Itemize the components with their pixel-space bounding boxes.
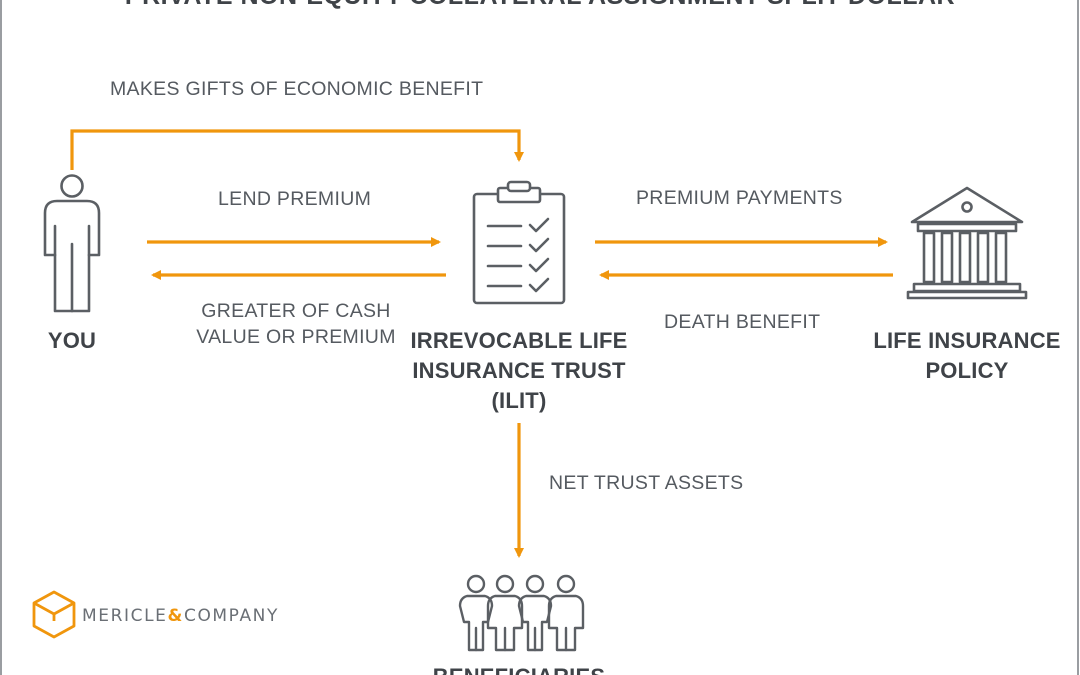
repayment-label: GREATER OF CASH VALUE OR PREMIUM bbox=[186, 298, 406, 350]
gifts-label: MAKES GIFTS OF ECONOMIC BENEFIT bbox=[110, 78, 484, 100]
company-logo-text: MERICLE&COMPANY bbox=[82, 606, 279, 626]
net-trust-assets-label: NET TRUST ASSETS bbox=[549, 472, 744, 494]
cube-logo-icon bbox=[32, 590, 76, 639]
group-of-people-icon bbox=[458, 574, 585, 652]
premium-payments-label: PREMIUM PAYMENTS bbox=[636, 187, 843, 209]
ilit-heading: IRREVOCABLE LIFE INSURANCE TRUST (ILIT) bbox=[389, 326, 649, 416]
ilit-heading-line-3: (ILIT) bbox=[491, 388, 547, 413]
death-benefit-label: DEATH BENEFIT bbox=[664, 311, 821, 333]
ilit-heading-line-1: IRREVOCABLE LIFE bbox=[410, 328, 628, 353]
you-heading: YOU bbox=[47, 328, 97, 353]
beneficiaries-heading: BENEFICIARIES bbox=[389, 662, 649, 675]
repayment-label-line-2: VALUE OR PREMIUM bbox=[196, 326, 396, 348]
logo-name-left: MERICLE bbox=[82, 606, 168, 626]
lend-premium-label: LEND PREMIUM bbox=[218, 188, 372, 210]
policy-heading-line-2: POLICY bbox=[925, 358, 1009, 383]
logo-name-right: COMPANY bbox=[183, 606, 279, 626]
policy-heading-line-1: LIFE INSURANCE bbox=[873, 328, 1061, 353]
repayment-label-line-1: GREATER OF CASH bbox=[201, 300, 391, 322]
diagram-title: PRIVATE NON-EQUITY COLLATERAL ASSIGNMENT… bbox=[0, 0, 1080, 11]
policy-heading: LIFE INSURANCE POLICY bbox=[847, 326, 1080, 386]
clipboard-checklist-icon bbox=[472, 180, 566, 305]
person-icon bbox=[43, 174, 101, 313]
logo-ampersand: & bbox=[167, 606, 184, 626]
bank-building-icon bbox=[906, 186, 1028, 300]
ilit-heading-line-2: INSURANCE TRUST bbox=[412, 358, 626, 383]
gifts-arrow bbox=[70, 129, 524, 170]
